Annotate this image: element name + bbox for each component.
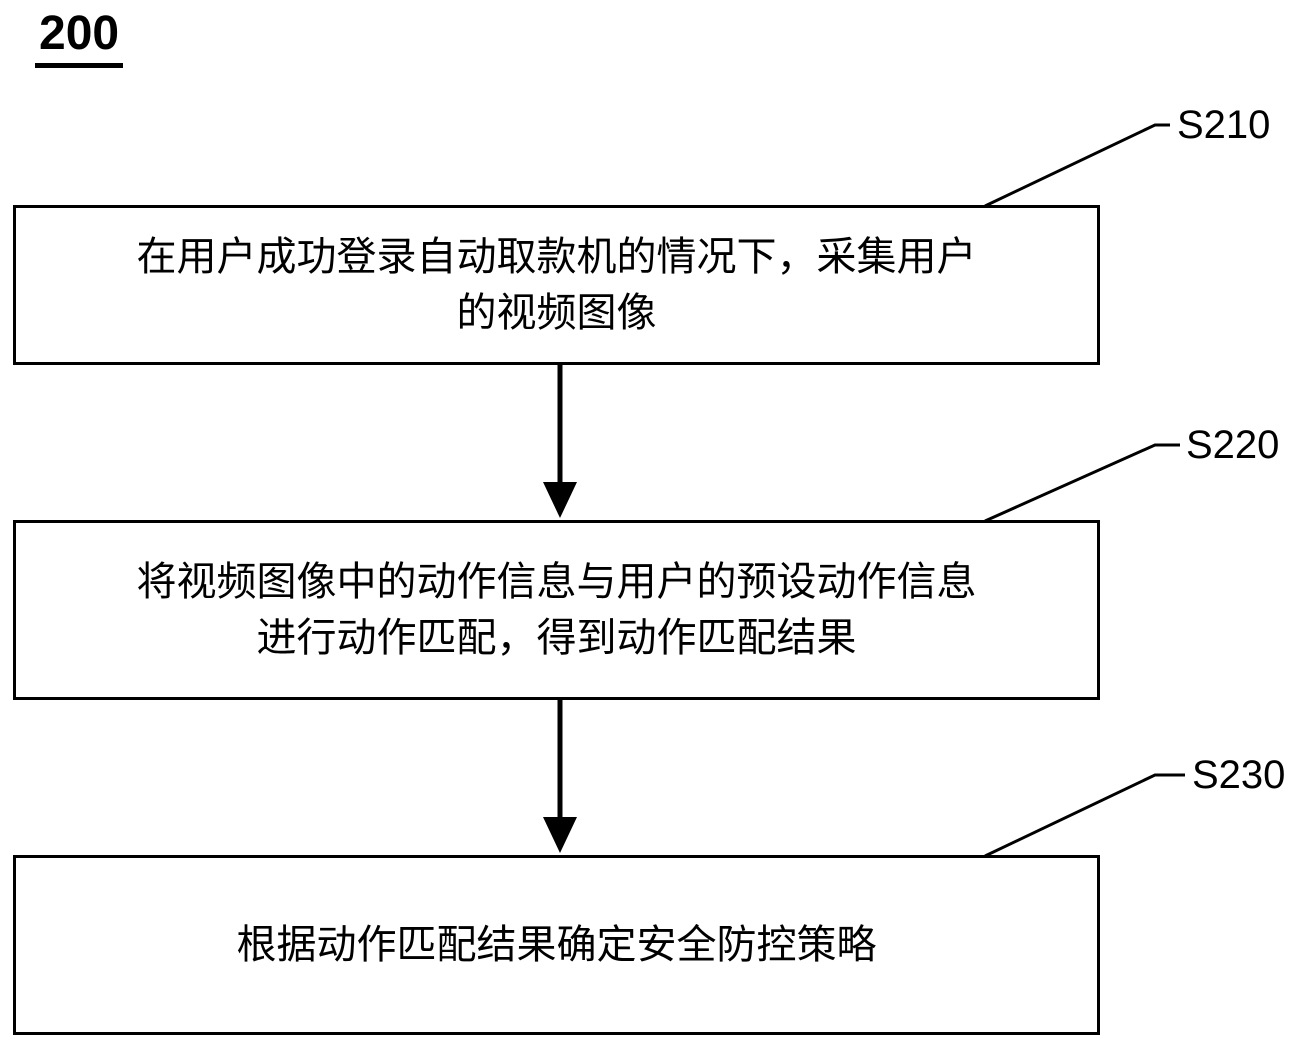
step-box-s230: 根据动作匹配结果确定安全防控策略 — [13, 855, 1100, 1035]
callout-line-s230 — [984, 773, 1185, 858]
figure-number: 200 — [35, 7, 124, 68]
step-box-s210: 在用户成功登录自动取款机的情况下，采集用户 的视频图像 — [13, 205, 1100, 365]
callout-line-s210 — [984, 123, 1170, 208]
arrow-head-2 — [543, 817, 577, 853]
step-s210-text-line-2: 的视频图像 — [456, 291, 657, 335]
step-box-s220: 将视频图像中的动作信息与用户的预设动作信息 进行动作匹配，得到动作匹配结果 — [13, 520, 1100, 700]
step-s220-text-line-1: 将视频图像中的动作信息与用户的预设动作信息 — [136, 560, 977, 604]
arrow-head-1 — [543, 482, 577, 518]
step-s220-text-line-2: 进行动作匹配，得到动作匹配结果 — [256, 616, 857, 660]
step-label-s220: S220 — [1186, 423, 1280, 467]
callout-line-s220 — [984, 443, 1180, 523]
step-s210-text-line-1: 在用户成功登录自动取款机的情况下，采集用户 — [136, 235, 977, 279]
step-label-s230: S230 — [1192, 753, 1286, 797]
step-label-s210: S210 — [1177, 103, 1271, 147]
step-s230-text-line-1: 根据动作匹配结果确定安全防控策略 — [236, 923, 877, 967]
